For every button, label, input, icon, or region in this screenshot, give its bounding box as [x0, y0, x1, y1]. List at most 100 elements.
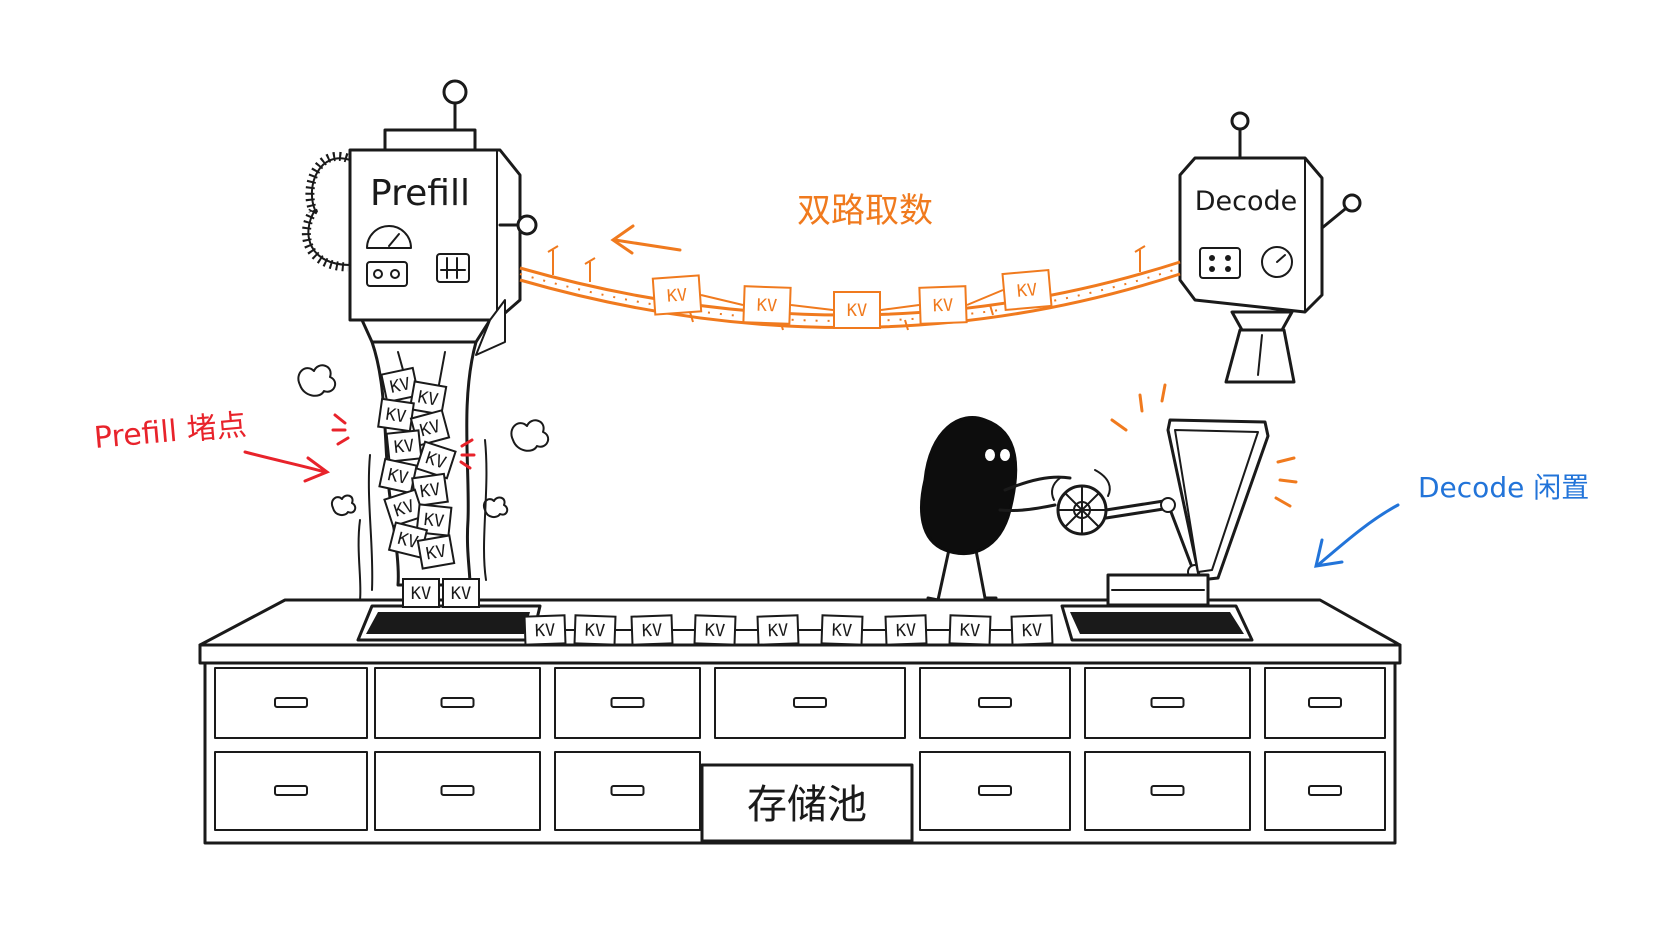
lever-press-mechanism	[1104, 383, 1298, 607]
stress-mark-icon	[331, 413, 476, 470]
prefill-antenna-knob	[442, 79, 468, 105]
kv-block: KV	[1001, 268, 1053, 312]
kv-block: KV	[693, 614, 737, 646]
kv-block: KV	[416, 534, 456, 570]
dual-path-rope-bridge: 双路取数 KV KV KV KV KV	[519, 191, 1181, 331]
kv-block: KV	[756, 614, 800, 646]
prefill-pit-opening	[366, 612, 530, 634]
drawer	[1084, 667, 1251, 739]
drawer-grid	[214, 667, 1386, 831]
figure-right-leg	[973, 543, 998, 600]
kv-label: KV	[424, 541, 448, 564]
kv-block: KV	[1010, 614, 1054, 646]
kv-label: KV	[411, 584, 431, 604]
drawer-handle-icon	[440, 785, 475, 796]
prefill-neck	[360, 318, 492, 344]
smoke-puff-icon	[297, 364, 550, 519]
kv-block: KV	[884, 614, 928, 646]
decode-antenna-knob	[1230, 111, 1250, 131]
drawer-handle-icon	[274, 785, 308, 796]
drawer	[214, 667, 368, 739]
kv-label: KV	[756, 296, 777, 317]
kv-block: KV	[948, 614, 992, 646]
drawer	[554, 751, 701, 831]
storage-counter	[198, 598, 1402, 845]
kv-block: KV	[573, 614, 617, 646]
left-arrow-icon	[610, 224, 682, 255]
decode-label: Decode	[1195, 186, 1298, 217]
kv-block: KV	[415, 440, 457, 480]
prefill-machine: Prefill	[297, 79, 550, 608]
decode-idle-annotation: Decode 闲置	[1314, 471, 1589, 568]
drawer-handle-icon	[610, 697, 645, 708]
decode-gauge-icon	[1261, 246, 1293, 278]
operator-figure	[920, 416, 1072, 602]
prefill-top-cap	[383, 128, 477, 152]
dual-path-label: 双路取数	[797, 191, 933, 231]
kv-label: KV	[641, 621, 662, 642]
blue-arrow-icon	[1314, 503, 1400, 568]
kv-label: KV	[395, 529, 420, 553]
kv-label: KV	[666, 285, 688, 306]
kv-label: KV	[534, 621, 555, 642]
kv-block: KV	[630, 614, 674, 646]
drawer	[1264, 667, 1386, 739]
kv-label: KV	[419, 480, 442, 503]
kv-label: KV	[1016, 280, 1038, 302]
drawer-handle-icon	[978, 697, 1012, 708]
counter-kv-blocks: KV KV KV KV KV KV KV KV KV	[523, 614, 1054, 646]
prefill-side-knob-icon	[498, 214, 538, 236]
decode-dot-panel-icon	[1199, 247, 1241, 279]
drawer	[919, 751, 1071, 831]
drawer-handle-icon	[610, 785, 645, 796]
kv-block: KV	[742, 285, 792, 325]
rope-kv-blocks: KV KV KV KV KV	[651, 268, 1053, 329]
red-arrow-icon	[243, 450, 331, 483]
drawer	[554, 667, 701, 739]
drawer-handle-icon	[1308, 697, 1342, 708]
kv-block: KV	[918, 285, 968, 325]
kv-block: KV	[402, 578, 440, 608]
kv-block: KV	[442, 578, 480, 608]
prefill-output-kv-blocks: KV KV	[402, 578, 480, 608]
kv-label: KV	[831, 621, 852, 642]
drawer-handle-icon	[440, 697, 475, 708]
drawer	[714, 667, 906, 739]
counter-edge	[198, 643, 1402, 665]
kv-block: KV	[833, 291, 881, 329]
crank-wheel-icon	[1051, 469, 1111, 536]
figure-left-leg	[926, 543, 952, 602]
kv-block: KV	[523, 614, 567, 646]
sparkle-icon	[1110, 383, 1298, 508]
drawer	[374, 667, 541, 739]
drawer	[1084, 751, 1251, 831]
storage-pool-plate: 存储池	[700, 763, 914, 843]
kv-label: KV	[384, 405, 407, 428]
decode-idle-label: Decode 闲置	[1418, 471, 1589, 504]
decode-machine: Decode	[1178, 111, 1362, 384]
kv-label: KV	[416, 387, 440, 410]
kv-label: KV	[767, 621, 788, 642]
prefill-label: Prefill	[370, 173, 470, 214]
kv-label: KV	[386, 465, 410, 489]
kv-label: KV	[1021, 621, 1042, 642]
kv-label: KV	[847, 301, 867, 321]
drawer-handle-icon	[274, 697, 308, 708]
drawer	[214, 751, 368, 831]
kv-label: KV	[393, 436, 415, 458]
kv-label: KV	[423, 510, 445, 532]
figure-left-eye	[985, 449, 995, 461]
kv-block: KV	[377, 397, 415, 433]
kv-block: KV	[387, 521, 429, 559]
kv-label: KV	[451, 584, 471, 604]
drawer-handle-icon	[1150, 697, 1185, 708]
kv-block: KV	[383, 488, 425, 528]
kv-block: KV	[651, 274, 703, 316]
kv-block: KV	[385, 429, 423, 463]
kv-label: KV	[959, 621, 980, 642]
drawer-handle-icon	[793, 697, 827, 708]
prefill-grid-panel-icon	[436, 253, 470, 283]
kv-block: KV	[378, 457, 418, 495]
